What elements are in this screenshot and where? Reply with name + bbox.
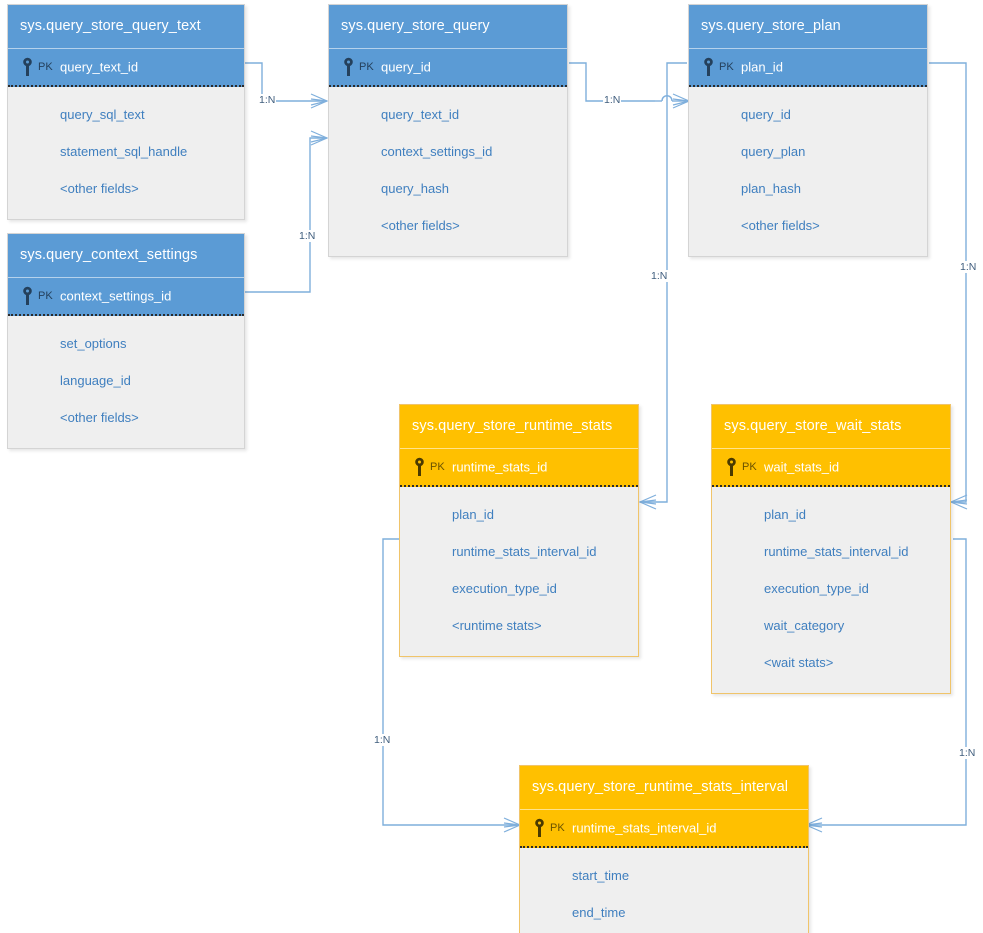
pk-field-name: runtime_stats_id [452, 459, 548, 475]
entity-query-store-wait-stats[interactable]: sys.query_store_wait_stats PK wait_stats… [711, 404, 951, 694]
cardinality-r4: 1:N [650, 270, 669, 282]
cardinality-r5: 1:N [959, 261, 978, 273]
field-row: context_settings_id [381, 144, 493, 159]
field-row: set_options [60, 336, 127, 351]
pk-field-name: query_text_id [60, 59, 139, 75]
field-row: query_hash [381, 181, 449, 196]
entity-pk-row[interactable]: PK runtime_stats_interval_id [520, 809, 808, 848]
entity-fields: query_id query_plan plan_hash <other fie… [689, 87, 927, 256]
pk-field-name: wait_stats_id [764, 459, 840, 475]
entity-pk-row[interactable]: PK runtime_stats_id [400, 448, 638, 487]
key-icon [415, 457, 424, 476]
pk-label: PK [38, 61, 53, 73]
pk-field-name: query_id [381, 59, 431, 75]
field-row: query_id [741, 107, 791, 122]
entity-title: sys.query_store_runtime_stats_interval [520, 766, 808, 809]
cardinality-r2: 1:N [298, 230, 317, 242]
field-row: wait_category [764, 618, 845, 633]
field-row: <other fields> [381, 218, 460, 233]
entity-pk-row[interactable]: PK query_id [329, 48, 567, 87]
pk-field-name: context_settings_id [60, 288, 172, 304]
key-icon [23, 286, 32, 305]
field-row: runtime_stats_interval_id [452, 544, 597, 559]
relationship-r2 [245, 130, 329, 293]
key-icon [727, 457, 736, 476]
field-row: <other fields> [60, 410, 139, 425]
pk-label: PK [430, 461, 445, 473]
field-row: <wait stats> [764, 655, 834, 670]
pk-field-name: plan_id [741, 59, 783, 75]
field-row: query_sql_text [60, 107, 145, 122]
entity-pk-row[interactable]: PK wait_stats_id [712, 448, 950, 487]
entity-title: sys.query_store_query [329, 5, 567, 48]
field-row: execution_type_id [764, 581, 869, 596]
field-row: end_time [572, 905, 626, 920]
entity-title: sys.query_store_plan [689, 5, 927, 48]
entity-pk-row[interactable]: PK plan_id [689, 48, 927, 87]
key-icon [535, 818, 544, 837]
field-row: execution_type_id [452, 581, 557, 596]
entity-query-store-runtime-stats[interactable]: sys.query_store_runtime_stats PK runtime… [399, 404, 639, 657]
entity-query-store-query-text[interactable]: sys.query_store_query_text PK query_text… [7, 4, 245, 220]
field-row: plan_hash [741, 181, 801, 196]
pk-field-name: runtime_stats_interval_id [572, 820, 717, 836]
entity-fields: plan_id runtime_stats_interval_id execut… [712, 487, 950, 693]
entity-query-store-runtime-stats-interval[interactable]: sys.query_store_runtime_stats_interval P… [519, 765, 809, 933]
field-row: statement_sql_handle [60, 144, 188, 159]
cardinality-r7: 1:N [958, 747, 977, 759]
field-row: language_id [60, 373, 131, 388]
entity-title: sys.query_context_settings [8, 234, 244, 277]
entity-pk-row[interactable]: PK query_text_id [8, 48, 244, 87]
field-row: <other fields> [60, 181, 139, 196]
entity-fields: plan_id runtime_stats_interval_id execut… [400, 487, 638, 656]
field-row: runtime_stats_interval_id [764, 544, 909, 559]
entity-fields: query_sql_text statement_sql_handle <oth… [8, 87, 244, 219]
cardinality-r1: 1:N [258, 94, 277, 106]
pk-label: PK [359, 61, 374, 73]
pk-label: PK [550, 822, 565, 834]
cardinality-r3: 1:N [603, 94, 622, 106]
entity-fields: start_time end_time [520, 848, 808, 933]
cardinality-r6: 1:N [373, 734, 392, 746]
field-row: plan_id [452, 507, 494, 522]
field-row: plan_id [764, 507, 806, 522]
entity-title: sys.query_store_wait_stats [712, 405, 950, 448]
key-icon [344, 57, 353, 76]
entity-query-store-plan[interactable]: sys.query_store_plan PK plan_id query_id… [688, 4, 928, 257]
entity-fields: query_text_id context_settings_id query_… [329, 87, 567, 256]
entity-title: sys.query_store_runtime_stats [400, 405, 638, 448]
entity-title: sys.query_store_query_text [8, 5, 244, 48]
pk-label: PK [742, 461, 757, 473]
relationship-r4 [638, 62, 687, 510]
relationship-r3 [569, 62, 691, 109]
entity-query-store-query[interactable]: sys.query_store_query PK query_id query_… [328, 4, 568, 257]
entity-fields: set_options language_id <other fields> [8, 316, 244, 448]
key-icon [704, 57, 713, 76]
field-row: start_time [572, 868, 630, 883]
pk-label: PK [719, 61, 734, 73]
entity-pk-row[interactable]: PK context_settings_id [8, 277, 244, 316]
field-row: query_plan [741, 144, 806, 159]
key-icon [23, 57, 32, 76]
field-row: <runtime stats> [452, 618, 542, 633]
entity-query-context-settings[interactable]: sys.query_context_settings PK context_se… [7, 233, 245, 449]
field-row: <other fields> [741, 218, 820, 233]
field-row: query_text_id [381, 107, 460, 122]
pk-label: PK [38, 290, 53, 302]
